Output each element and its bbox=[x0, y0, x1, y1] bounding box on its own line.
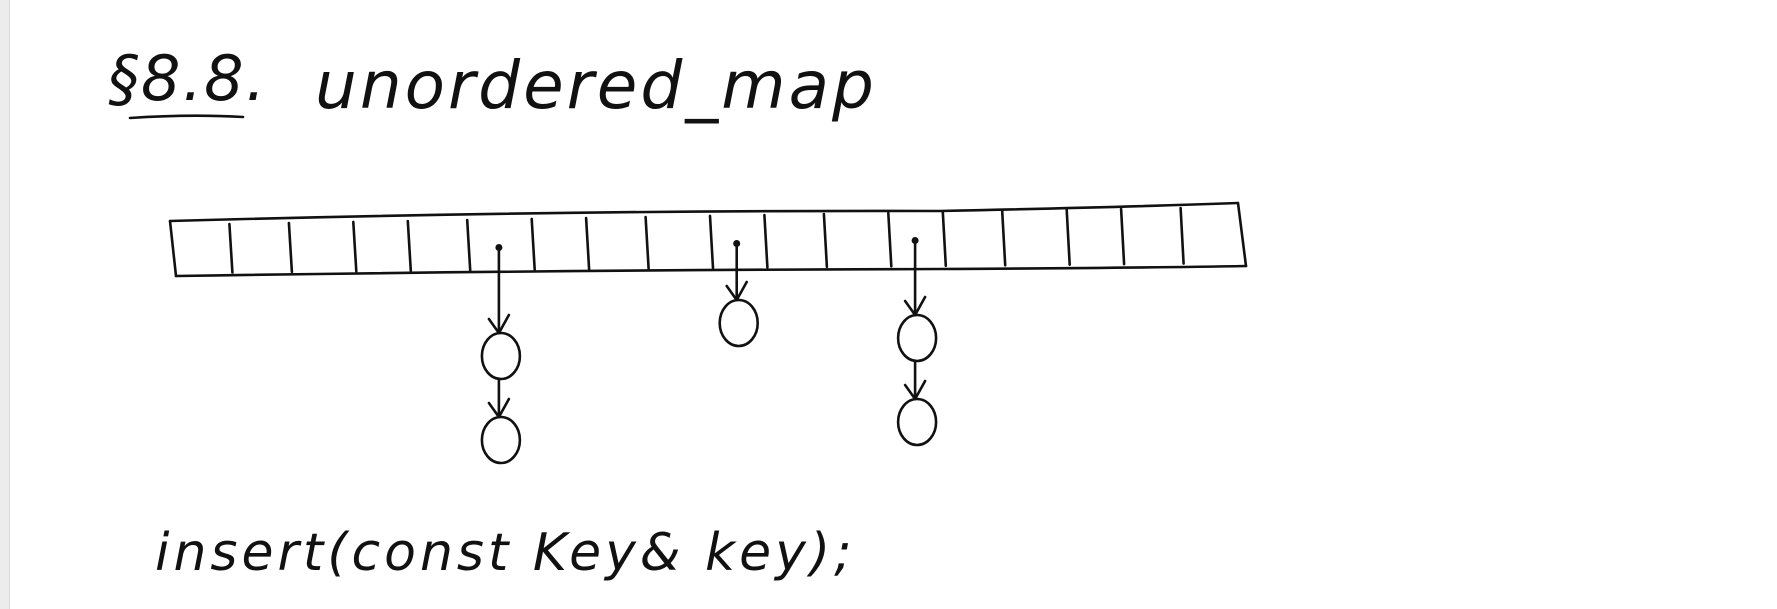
list-node bbox=[896, 313, 938, 363]
bucket-array-top-edge bbox=[168, 201, 1240, 223]
bucket-divider bbox=[406, 219, 413, 273]
bucket-array-bottom-edge bbox=[174, 264, 1248, 278]
bucket-divider bbox=[465, 218, 472, 272]
bucket-dividers bbox=[228, 206, 1185, 274]
bucket-divider bbox=[822, 212, 829, 269]
bucket-divider bbox=[887, 211, 893, 268]
list-node bbox=[480, 415, 522, 465]
bucket-divider bbox=[708, 214, 715, 270]
chain bbox=[718, 240, 760, 348]
list-node bbox=[480, 331, 522, 381]
bucket-divider bbox=[584, 216, 591, 271]
chain bbox=[896, 237, 938, 447]
list-node bbox=[896, 397, 938, 447]
bucket-divider bbox=[1179, 206, 1185, 265]
bucket-array-left-edge bbox=[168, 219, 178, 278]
insert-signature: insert(const Key& key); bbox=[155, 523, 856, 583]
bucket-divider bbox=[1065, 208, 1071, 266]
bucket-divider bbox=[228, 222, 234, 274]
bucket-divider bbox=[352, 220, 358, 273]
bucket-divider bbox=[941, 210, 948, 268]
window-left-edge bbox=[0, 0, 10, 609]
section-number-underline bbox=[128, 114, 245, 120]
bucket-divider bbox=[530, 217, 536, 271]
bucket-divider bbox=[644, 215, 650, 270]
bucket-divider bbox=[763, 213, 769, 269]
bucket-array bbox=[168, 201, 1248, 278]
bucket-divider bbox=[1119, 207, 1126, 266]
section-number: §8.8. bbox=[108, 42, 267, 115]
list-node bbox=[718, 298, 760, 348]
bucket-chains bbox=[480, 237, 938, 465]
chain bbox=[480, 244, 522, 465]
bucket-divider bbox=[287, 221, 294, 274]
page-title: unordered_map bbox=[315, 47, 877, 124]
bucket-divider bbox=[1000, 209, 1007, 267]
bucket-array-right-edge bbox=[1236, 201, 1248, 268]
